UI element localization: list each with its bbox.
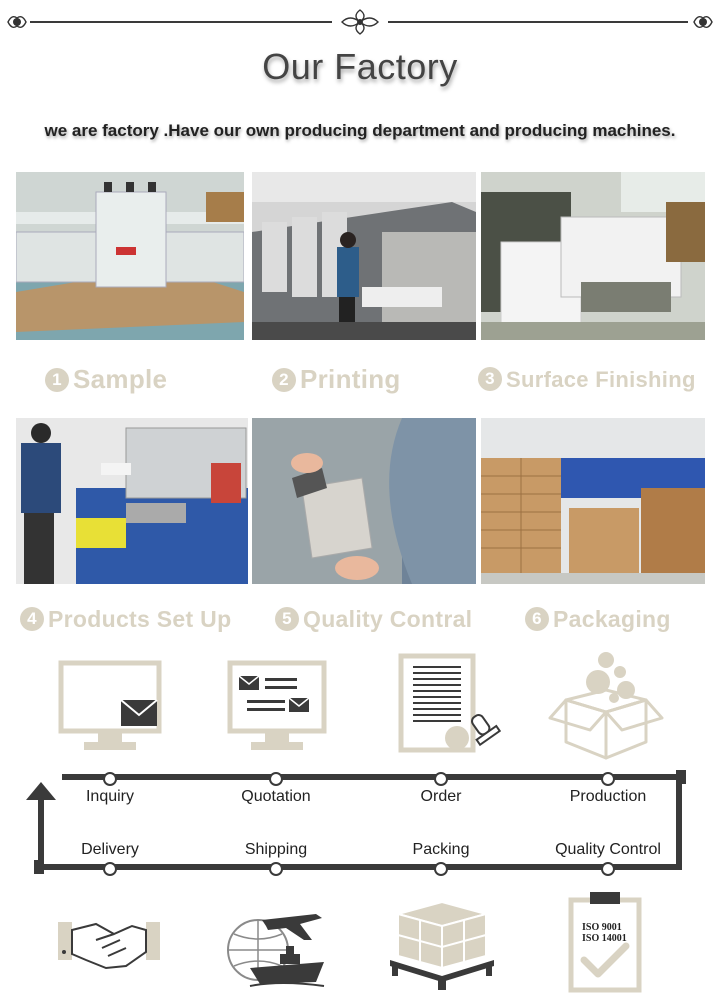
step-quality-control: Quality Control — [555, 841, 661, 858]
step-packing: Packing — [412, 841, 470, 858]
handshake-icon — [58, 922, 160, 970]
ornament-line-right — [388, 21, 688, 23]
photo-products-set-up — [16, 418, 248, 584]
ornament-line-left — [30, 21, 332, 23]
step-quotation: Quotation — [241, 788, 311, 805]
step-delivery: Delivery — [81, 841, 139, 858]
photo-packaging — [481, 418, 705, 584]
step-inquiry: Inquiry — [85, 788, 135, 805]
monitor-mail-icon — [58, 660, 162, 750]
step-shipping: Shipping — [244, 841, 308, 858]
process-node — [103, 862, 117, 876]
iso-clipboard-icon: ISO 9001 ISO 14001 — [568, 890, 642, 994]
ornament-right-icon — [693, 15, 713, 29]
process-node — [434, 772, 448, 786]
process-node — [103, 772, 117, 786]
ornament-left-icon — [7, 15, 27, 29]
step-production: Production — [569, 788, 647, 805]
process-node — [269, 772, 283, 786]
iso-text: ISO 9001 ISO 14001 — [582, 922, 627, 944]
open-box-icon — [548, 652, 664, 760]
photo-printing — [252, 172, 476, 340]
step-order: Order — [420, 788, 462, 805]
pallet-boxes-icon — [390, 900, 494, 990]
photo-surface-finishing — [481, 172, 705, 340]
clipboard-icon — [568, 892, 642, 993]
globe-plane-ship-icon — [227, 914, 325, 987]
process-node — [601, 772, 615, 786]
process-node — [434, 862, 448, 876]
page-subtitle: we are factory .Have our own producing d… — [44, 121, 676, 140]
process-node — [601, 862, 615, 876]
contract-stamp-icon — [398, 653, 501, 753]
photo-quality-contral — [252, 418, 476, 584]
ornament-center-icon — [341, 9, 379, 35]
photo-sample — [16, 172, 244, 340]
process-flow-line — [26, 770, 686, 874]
page-title: Our Factory — [262, 46, 458, 87]
process-node — [269, 862, 283, 876]
monitor-quotation-icon — [227, 660, 327, 750]
